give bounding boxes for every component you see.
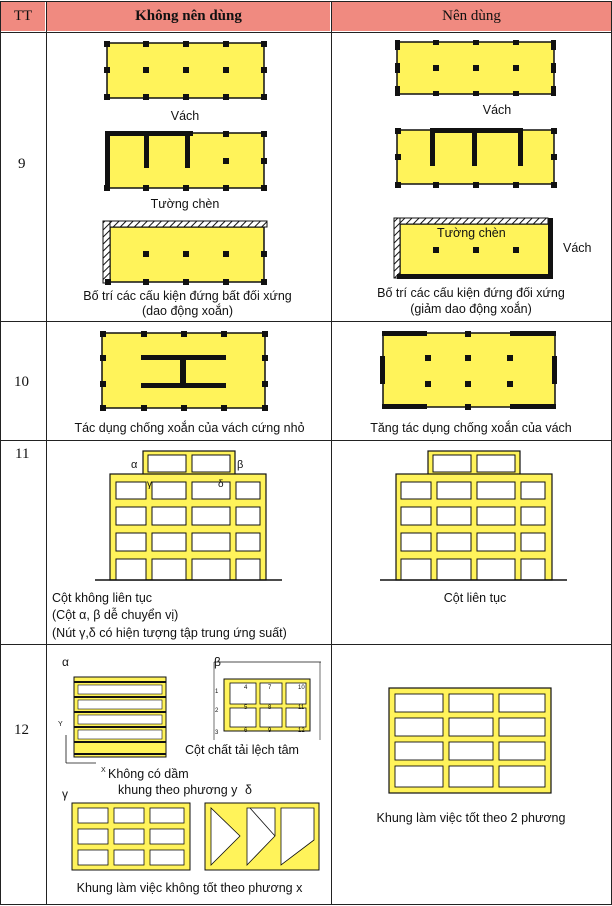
grid-number: 2: [215, 708, 219, 714]
row-number-11: 11: [15, 446, 30, 462]
row-number-9: 9: [18, 156, 26, 172]
grid-number: 9: [268, 728, 272, 734]
caption-bad-wall: Vách: [170, 109, 200, 123]
label-delta: δ: [218, 479, 224, 490]
label-12-delta: δ: [245, 783, 252, 797]
elevation-good: [380, 450, 567, 581]
plan-bad-small-core: [100, 331, 268, 411]
header-recommended: Nên dùng: [332, 2, 611, 31]
table-rule: [0, 321, 612, 322]
label-alpha: α: [131, 459, 138, 471]
table-rule: [0, 644, 612, 645]
plan-12-gamma: [71, 802, 191, 871]
grid-number: 5: [244, 705, 248, 711]
header-not-recommended: Không nên dùng: [47, 2, 330, 31]
table-rule: [46, 1, 47, 905]
caption-row11-bad-1: Cột không liên tục: [52, 591, 153, 605]
table-rule: [0, 904, 612, 905]
table-rule: [0, 1, 1, 905]
label-12-beta: β: [214, 655, 221, 669]
caption-bad-asymmetric-1: Bố trí các cấu kiện đứng bất đối xứng: [83, 289, 292, 303]
caption-alpha-2: khung theo phương y: [118, 783, 238, 797]
table-rule: [0, 440, 612, 441]
axis-x: X: [101, 767, 106, 774]
caption-good-symmetric-2: (giảm dao động xoắn): [410, 302, 532, 316]
caption-row11-bad-3: (Nút γ,δ có hiện tượng tập trung ứng suấ…: [52, 626, 287, 640]
elevation-bad: [95, 450, 282, 581]
caption-row11-good: Cột liên tục: [443, 591, 507, 605]
caption-good-symmetric-1: Bố trí các cấu kiện đứng đối xứng: [377, 286, 565, 300]
label-gamma: γ: [147, 479, 152, 490]
caption-bad-infill: Tường chèn: [150, 197, 220, 211]
grid-number: 8: [268, 705, 272, 711]
caption-row10-bad: Tác dụng chống xoắn của vách cứng nhỏ: [74, 421, 305, 435]
table-rule: [0, 1, 612, 2]
caption-bad-asymmetric-2: (dao động xoắn): [141, 304, 234, 318]
row-number-12: 12: [14, 722, 29, 738]
label-beta: β: [237, 459, 244, 471]
inset-good-infill: Tường chèn: [437, 226, 506, 240]
plan-good-symmetric: [393, 217, 553, 279]
plan-12-beta: [213, 661, 321, 740]
plan-bad-wall: [104, 41, 267, 100]
plan-good-perimeter-walls: [380, 331, 557, 410]
caption-row10-good: Tăng tác dụng chống xoắn của vách: [370, 421, 572, 435]
caption-row12-good: Khung làm việc tốt theo 2 phương: [376, 811, 566, 825]
grid-number: 7: [268, 685, 272, 691]
axis-y: Y: [58, 721, 63, 728]
plan-good-wall: [395, 40, 556, 96]
caption-alpha-1: Không có dầm: [108, 767, 189, 781]
side-label-good-wall: Vách: [563, 241, 592, 255]
plan-good-infill: [395, 128, 557, 188]
grid-number: 3: [215, 730, 219, 736]
grid-number: 1: [215, 689, 219, 695]
grid-number: 12: [298, 728, 305, 734]
row-number-10: 10: [14, 374, 29, 390]
grid-number: 4: [244, 685, 248, 691]
caption-beta: Cột chất tải lệch tâm: [185, 743, 299, 757]
plan-bad-asymmetric: [102, 220, 268, 285]
grid-number: 10: [298, 685, 305, 691]
plan-12-delta: [204, 802, 320, 871]
caption-good-wall: Vách: [482, 103, 512, 117]
label-12-gamma: γ: [62, 787, 68, 801]
header-tt: TT: [1, 2, 45, 31]
caption-row11-bad-2: (Cột α, β dễ chuyển vị): [52, 608, 179, 622]
grid-number: 11: [298, 705, 305, 711]
caption-row12-bad: Khung làm việc không tốt theo phương x: [76, 881, 303, 895]
label-12-alpha: α: [62, 655, 69, 669]
table-rule: [0, 32, 612, 33]
plan-bad-infill: [104, 131, 267, 191]
table-rule: [331, 1, 332, 905]
grid-number: 6: [244, 728, 248, 734]
plan-12-alpha: [65, 676, 167, 764]
plan-12-good-frame: [388, 687, 552, 794]
